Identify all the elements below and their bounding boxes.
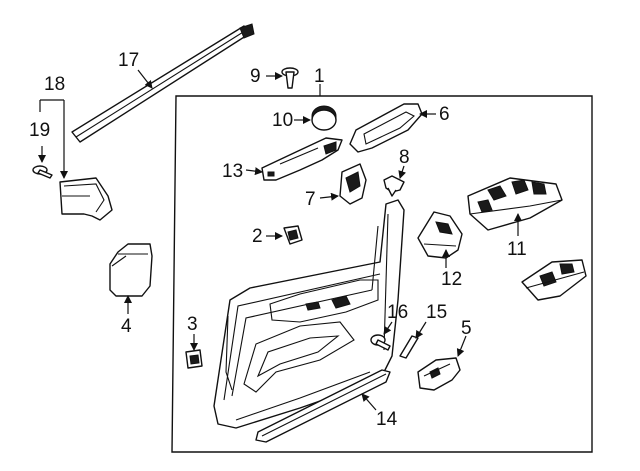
clip-3-part: [185, 349, 203, 369]
callout-9: 9: [250, 66, 261, 87]
leader-13: [245, 167, 263, 176]
callout-8: 8: [399, 147, 410, 168]
clip-2-part: [283, 225, 303, 245]
armrest-cover-part: [349, 103, 423, 153]
clip-16-part: [370, 334, 391, 351]
callout-7: 7: [305, 189, 316, 210]
callout-12: 12: [441, 269, 462, 290]
leader-8: [398, 165, 407, 179]
trim-bracket-part: [261, 137, 343, 181]
bracket-5-part: [417, 357, 461, 391]
mirror-garnish-part: [59, 177, 113, 221]
leader-14: [361, 393, 377, 411]
window-switch-part: [467, 177, 563, 231]
weatherstrip-part: [71, 23, 255, 143]
callout-5: 5: [461, 318, 472, 339]
callout-6: 6: [439, 104, 450, 125]
clip-9-part: [281, 67, 299, 89]
callout-18: 18: [44, 74, 65, 95]
callout-15: 15: [426, 302, 447, 323]
side-cover-part: [109, 243, 153, 297]
callout-11: 11: [507, 239, 527, 260]
assembly-frame: [171, 95, 593, 453]
callout-1: 1: [314, 66, 325, 87]
callout-14: 14: [376, 409, 398, 430]
leader-5: [456, 335, 467, 357]
callout-19: 19: [29, 120, 50, 141]
lower-garnish-part: [255, 369, 391, 443]
leader-17: [137, 69, 153, 89]
callout-10: 10: [272, 110, 293, 131]
inside-handle-part: [339, 163, 367, 205]
callout-3: 3: [187, 314, 198, 335]
leader-16: [383, 321, 393, 335]
cap-part: [311, 105, 337, 131]
switch-12-part: [417, 211, 463, 259]
callout-17: 17: [118, 50, 139, 71]
callout-2: 2: [252, 226, 263, 247]
single-switch-part: [521, 259, 587, 301]
callout-16: 16: [387, 302, 408, 323]
leader-7: [319, 192, 339, 201]
callout-13: 13: [222, 161, 243, 182]
strip-15-part: [399, 335, 419, 359]
leader-15: [415, 321, 427, 339]
clip-8-part: [383, 175, 405, 197]
door-trim-panel-part: [213, 199, 405, 429]
screw-part: [32, 165, 53, 179]
callout-4: 4: [121, 316, 132, 337]
